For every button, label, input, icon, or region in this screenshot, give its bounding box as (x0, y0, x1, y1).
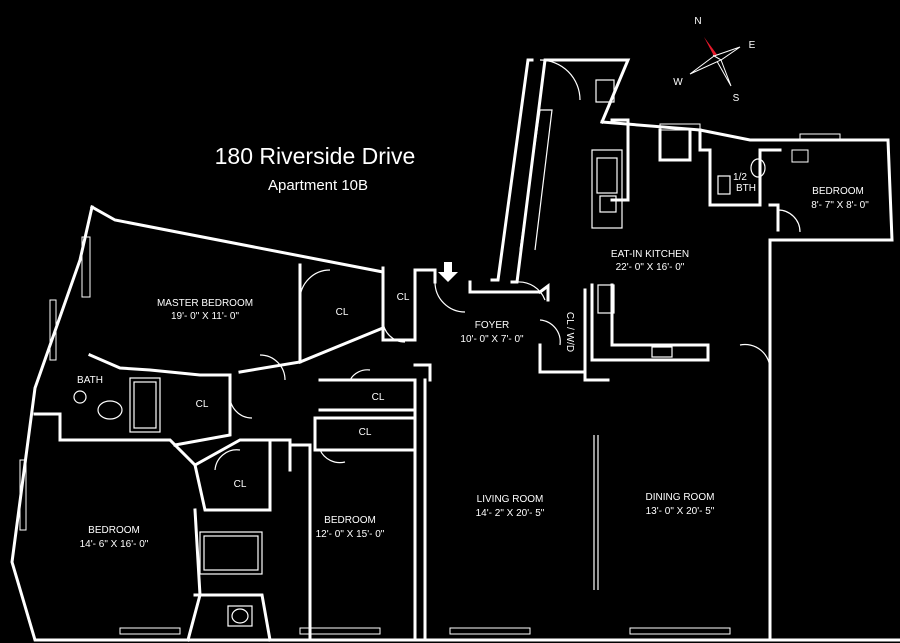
room-kitchen-dims: 22'- 0" X 16'- 0" (616, 262, 685, 273)
compass-rose: N E S W (673, 16, 755, 104)
room-cl-entry: CL (397, 292, 410, 303)
room-dining-dims: 13'- 0" X 20'- 5" (646, 506, 715, 517)
room-cl-master: CL (336, 307, 349, 318)
room-half-bath-line2: BTH (736, 183, 756, 194)
room-kitchen-name: EAT-IN KITCHEN (611, 249, 689, 260)
compass-label-s: S (733, 93, 740, 104)
room-labels: MASTER BEDROOM 19'- 0" X 11'- 0" CL CL B… (77, 172, 869, 550)
room-bedroom-sw-name: BEDROOM (88, 525, 140, 536)
compass-label-n: N (694, 16, 701, 27)
exterior-walls (10, 58, 900, 642)
compass-arm-west (689, 55, 723, 75)
room-master-bedroom-name: MASTER BEDROOM (157, 298, 253, 309)
room-half-bath-line1: 1/2 (733, 172, 747, 183)
room-master-bedroom-dims: 19'- 0" X 11'- 0" (171, 311, 239, 322)
room-bedroom-mid-dims: 12'- 0" X 15'- 0" (316, 529, 385, 540)
room-bedroom-ne-dims: 8'- 7" X 8'- 0" (811, 200, 869, 211)
room-living-name: LIVING ROOM (477, 494, 544, 505)
room-bedroom-sw-dims: 14'- 6" X 16'- 0" (80, 539, 149, 550)
room-cl-bedroom: CL (234, 479, 247, 490)
interior-walls (33, 79, 782, 642)
compass-label-w: W (673, 77, 683, 88)
room-foyer-dims: 10'- 0" X 7'- 0" (460, 334, 524, 345)
room-foyer-name: FOYER (475, 320, 509, 331)
plan-title: 180 Riverside Drive (215, 143, 416, 169)
plan-subtitle: Apartment 10B (268, 177, 368, 194)
room-cl-lower: CL (359, 427, 372, 438)
room-bedroom-mid-name: BEDROOM (324, 515, 376, 526)
compass-label-e: E (749, 40, 756, 51)
room-cl-hall: CL (196, 399, 209, 410)
room-bedroom-ne-name: BEDROOM (812, 186, 864, 197)
room-living-dims: 14'- 2" X 20'- 5" (476, 508, 545, 519)
windows (19, 123, 841, 635)
room-dining-name: DINING ROOM (646, 492, 715, 503)
door-swings (214, 59, 801, 471)
compass-needle-north (704, 37, 721, 60)
room-bath: BATH (77, 375, 103, 386)
room-cl-foyer: CL / W/D (564, 312, 575, 352)
room-cl-upper: CL (372, 392, 385, 403)
